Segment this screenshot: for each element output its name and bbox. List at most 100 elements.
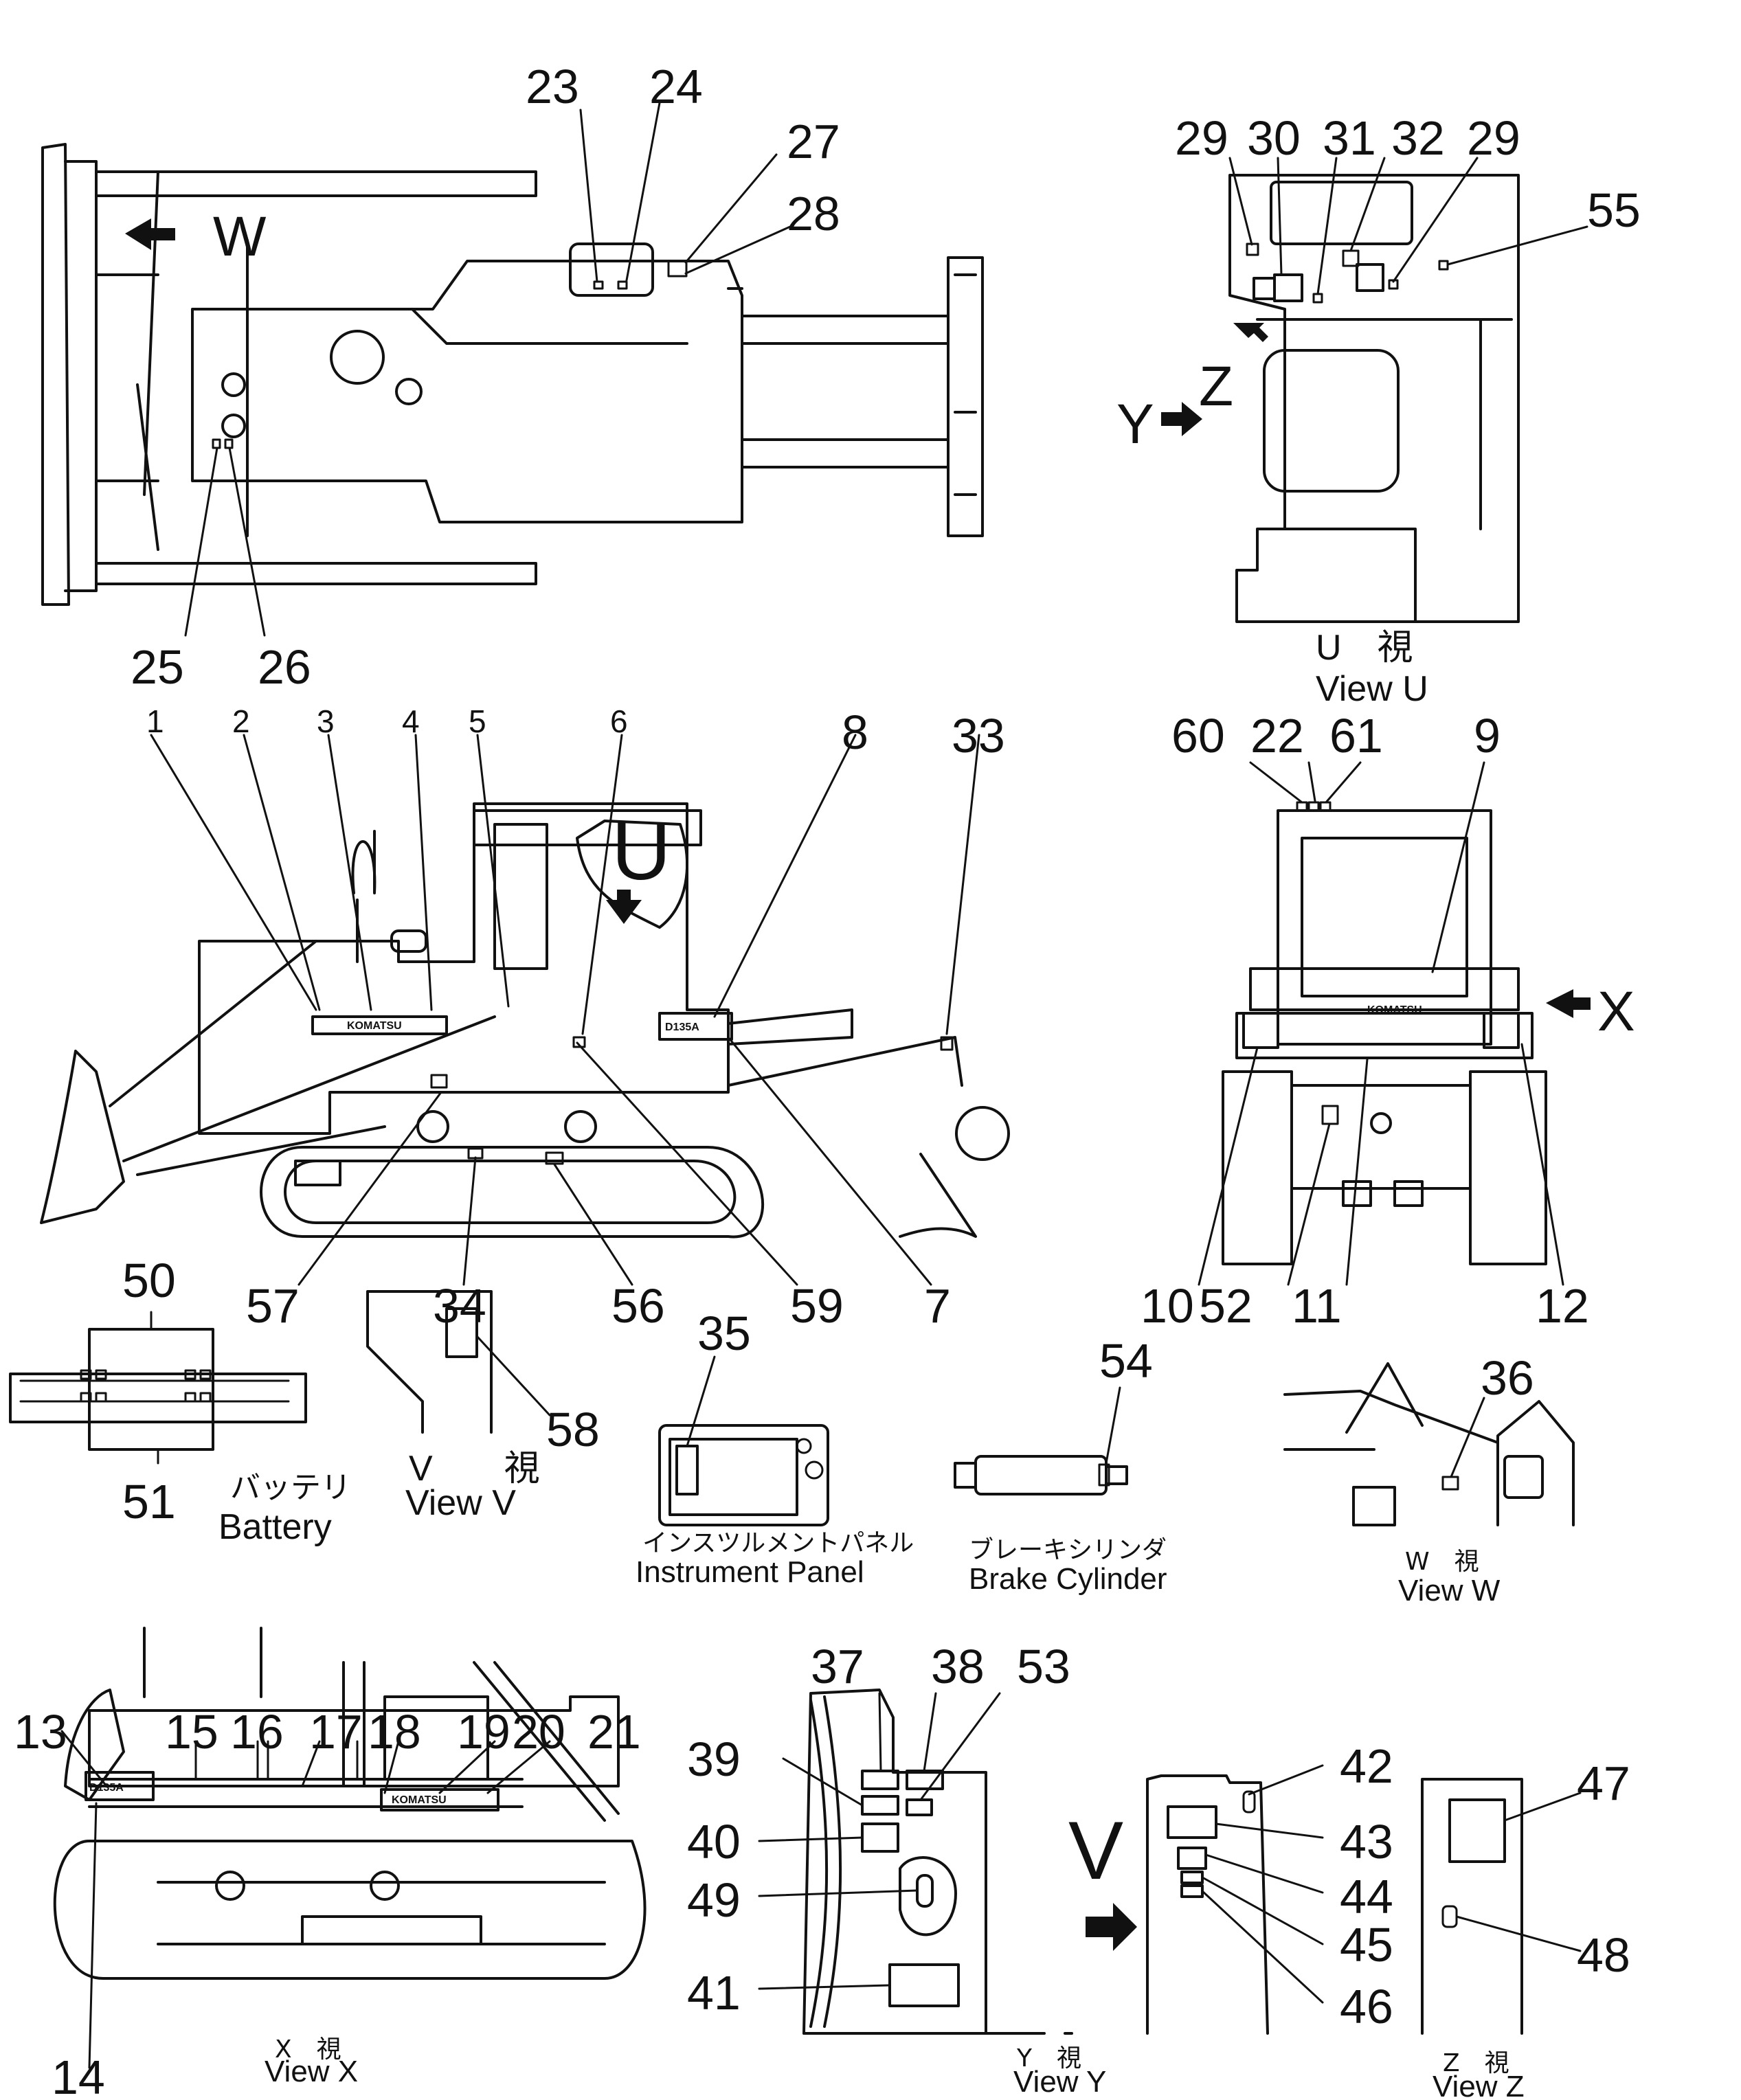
callout: 31 (1323, 111, 1376, 165)
callout: 9 (1474, 709, 1501, 763)
caption-jp: V 視 (409, 1449, 540, 1489)
callout: 2 (232, 703, 250, 739)
callout: 43 (1340, 1815, 1393, 1868)
x-model-decal: D135A (89, 1782, 124, 1794)
callout: 25 (131, 640, 184, 694)
rear-view: KOMATSU X 60 22 61 9 10 52 11 12 (1141, 709, 1635, 1333)
brake-cylinder-view: 54 ブレーキシリンダ Brake Cylinder (954, 1334, 1167, 1596)
callout: 21 (587, 1705, 641, 1759)
caption-jp: Y 視 (1016, 2044, 1081, 2073)
callout: 46 (1340, 1980, 1393, 2033)
callout: 22 (1250, 709, 1304, 763)
side-view: U KOMATSU D135A 1 2 3 4 5 6 8 33 57 34 5… (40, 703, 1010, 1333)
callout: 39 (687, 1732, 741, 1786)
callout: 33 (952, 709, 1005, 763)
callout: 49 (687, 1873, 741, 1927)
callout: 27 (787, 115, 840, 168)
callout: 1 (146, 703, 164, 739)
callout: 29 (1467, 111, 1520, 165)
callout: 57 (246, 1279, 300, 1333)
callout: 44 (1340, 1870, 1393, 1923)
caption-jp: Z 視 (1443, 2049, 1509, 2077)
top-view: W 23 24 27 28 25 26 (41, 60, 984, 694)
callout: 8 (842, 705, 868, 759)
callout: 13 (14, 1705, 67, 1759)
callout: 10 (1141, 1279, 1194, 1333)
callout: 53 (1017, 1640, 1070, 1693)
callout: 50 (122, 1254, 176, 1307)
callout: 28 (787, 187, 840, 240)
caption-jp: インスツルメントパネル (642, 1529, 914, 1557)
callout: 15 (165, 1705, 218, 1759)
view-z: 47 48 Z 視 View Z (1421, 1757, 1630, 2100)
view-marker-w: W (213, 205, 267, 268)
callout: 23 (526, 60, 579, 113)
callout: 3 (317, 703, 335, 739)
caption-en: View Z (1433, 2070, 1525, 2100)
caption-jp: ブレーキシリンダ (969, 1536, 1167, 1564)
callout: 45 (1340, 1918, 1393, 1972)
callout: 30 (1247, 111, 1301, 165)
callout: 17 (309, 1705, 363, 1759)
callout: 41 (687, 1966, 741, 2020)
callout: 37 (811, 1640, 864, 1693)
callout: 12 (1536, 1279, 1589, 1333)
callout: 61 (1329, 709, 1383, 763)
callout: 14 (52, 2051, 105, 2100)
callout: 60 (1171, 709, 1225, 763)
callout: 5 (469, 703, 486, 739)
side-model-decal: D135A (665, 1021, 699, 1033)
caption-jp: バッテリ (230, 1470, 351, 1505)
caption-jp: U 視 (1316, 628, 1413, 668)
callout: 48 (1577, 1928, 1630, 1982)
callout: 52 (1199, 1279, 1253, 1333)
callout: 4 (402, 703, 420, 739)
side-brand-decal: KOMATSU (347, 1020, 402, 1032)
caption-jp: W 視 (1405, 1548, 1479, 1576)
caption-en: View U (1316, 669, 1428, 709)
callout: 36 (1481, 1351, 1534, 1405)
callout: 6 (610, 703, 628, 739)
caption-en: Brake Cylinder (969, 1562, 1167, 1596)
callout: 47 (1577, 1757, 1630, 1810)
callout: 54 (1099, 1334, 1153, 1388)
caption-en: View X (265, 2055, 358, 2088)
callout: 38 (931, 1640, 985, 1693)
view-marker-z: Z (1199, 355, 1233, 418)
callout: 19 (457, 1705, 510, 1759)
instrument-panel-view: 35 インスツルメントパネル Instrument Panel (636, 1307, 914, 1589)
view-marker-v: V (1068, 1805, 1123, 1897)
callout: 42 (1340, 1739, 1393, 1793)
caption-en: View Y (1013, 2065, 1106, 2099)
callout: 16 (230, 1705, 284, 1759)
callout: 11 (1292, 1279, 1342, 1333)
callout: 58 (546, 1403, 600, 1456)
callout: 35 (697, 1307, 751, 1360)
callout: 24 (649, 60, 703, 113)
caption-jp: X 視 (275, 2035, 341, 2064)
view-v-panel: V 42 43 44 45 46 (1068, 1739, 1393, 2035)
view-marker-u: U (611, 805, 671, 897)
view-v: 58 V 視 View V (366, 1290, 600, 1523)
caption-en: View V (405, 1483, 516, 1523)
callout: 18 (368, 1705, 421, 1759)
callout: 59 (790, 1279, 844, 1333)
callout: 56 (611, 1279, 665, 1333)
callout: 55 (1587, 183, 1641, 237)
callout: 20 (512, 1705, 565, 1759)
callout: 34 (433, 1279, 486, 1333)
callout: 40 (687, 1815, 741, 1868)
view-x: D135A KOMATSU 13 15 16 17 18 19 20 21 14… (14, 1627, 647, 2100)
caption-en: View W (1398, 1574, 1501, 1607)
x-brand-decal: KOMATSU (392, 1794, 447, 1806)
callout: 32 (1391, 111, 1445, 165)
caption-en: Battery (218, 1507, 332, 1547)
callout: 7 (924, 1279, 951, 1333)
view-u: Y Z 29 30 31 32 29 55 U 視 View U (1116, 111, 1641, 709)
view-marker-x: X (1597, 980, 1635, 1043)
callout: 29 (1175, 111, 1228, 165)
callout: 26 (258, 640, 311, 694)
callout: 51 (122, 1475, 176, 1528)
caption-en: Instrument Panel (636, 1555, 864, 1589)
